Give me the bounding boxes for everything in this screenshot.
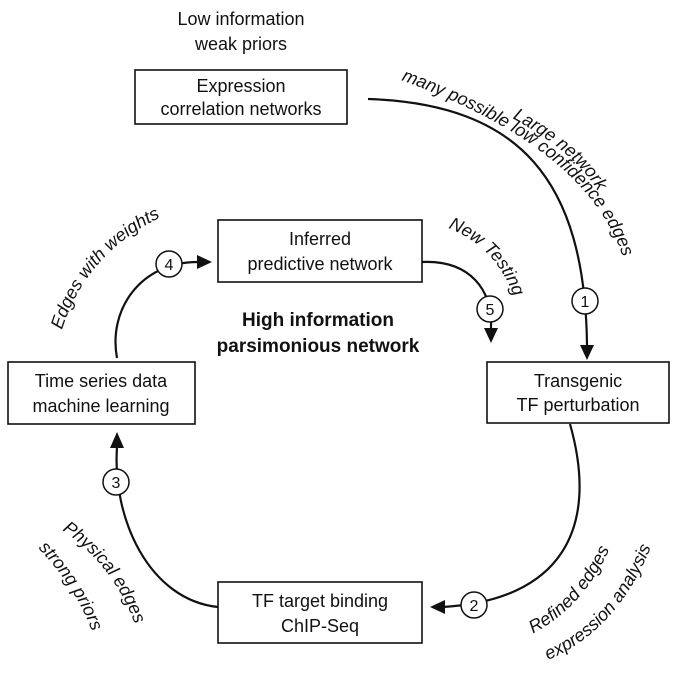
svg-text:4: 4 xyxy=(165,257,174,274)
step-badge-2: 2 xyxy=(460,591,488,619)
note-center-line2: parsimonious network xyxy=(217,336,420,357)
edge-transgenic-to-binding xyxy=(430,423,581,614)
node-expression-line1: Expression xyxy=(196,76,285,96)
node-timeseries-line2: machine learning xyxy=(32,396,169,416)
svg-text:3: 3 xyxy=(112,475,121,492)
node-tf-target-binding: TF target binding ChIP-Seq xyxy=(217,581,423,644)
svg-text:5: 5 xyxy=(486,302,495,319)
node-binding-line2: ChIP-Seq xyxy=(281,616,359,636)
node-binding-line1: TF target binding xyxy=(252,591,388,611)
step-badge-4: 4 xyxy=(155,250,183,278)
step-badge-3: 3 xyxy=(102,468,130,496)
note-edge5: New Testing xyxy=(447,213,529,298)
note-edge4: Edges with weights xyxy=(47,203,162,331)
step-badge-5: 5 xyxy=(476,295,504,323)
node-time-series: Time series data machine learning xyxy=(7,361,196,425)
note-center-line1: High information xyxy=(242,310,394,331)
node-transgenic-perturbation: Transgenic TF perturbation xyxy=(486,361,670,424)
node-transgenic-line2: TF perturbation xyxy=(516,395,639,415)
note-top-line2: weak priors xyxy=(194,34,287,54)
node-expression-line2: correlation networks xyxy=(160,99,321,119)
edge-expression-to-transgenic xyxy=(367,97,594,360)
step-badge-1: 1 xyxy=(571,287,599,315)
svg-text:1: 1 xyxy=(581,294,590,311)
note-top-line1: Low information xyxy=(177,9,304,29)
node-inferred-line1: Inferred xyxy=(289,229,351,249)
node-transgenic-line1: Transgenic xyxy=(534,371,622,391)
svg-text:2: 2 xyxy=(470,598,479,615)
note-edge1-line2: many possible low confidence edges xyxy=(400,65,638,258)
node-inferred-network: Inferred predictive network xyxy=(217,219,423,283)
node-timeseries-line1: Time series data xyxy=(35,371,168,391)
node-inferred-line2: predictive network xyxy=(247,254,393,274)
node-expression-correlation: Expression correlation networks xyxy=(134,69,348,125)
